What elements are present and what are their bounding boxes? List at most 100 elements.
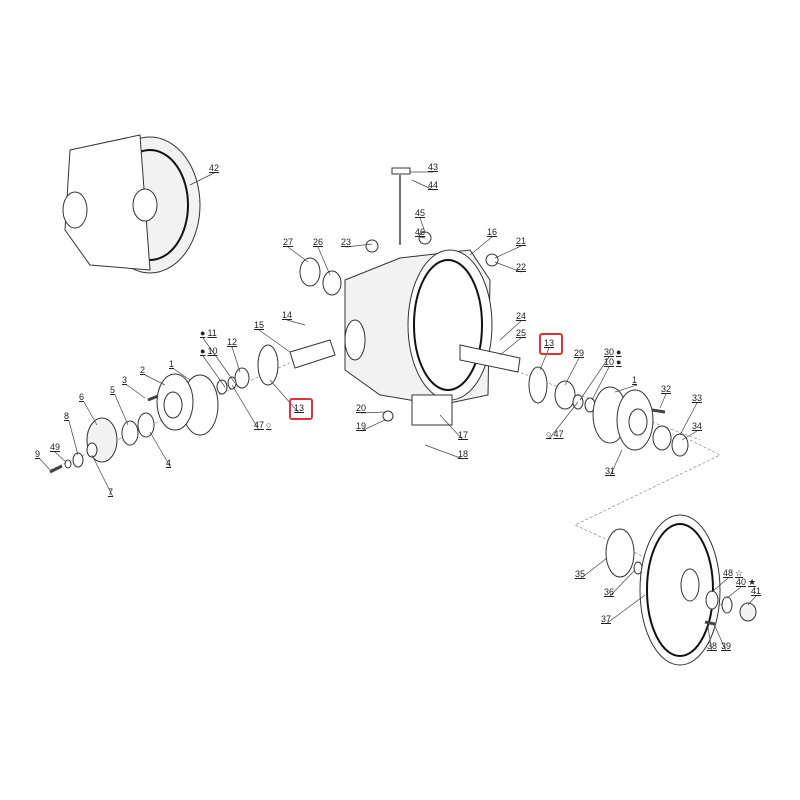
callout-label-23: 23	[341, 237, 351, 247]
callout-label-13: 13	[294, 403, 304, 413]
callout-label-24: 24	[516, 311, 526, 321]
callout-number: 11	[207, 328, 217, 338]
callout-label-40: 40★	[736, 577, 758, 587]
callout-label-1: 1	[169, 359, 174, 369]
callout-number: 37	[601, 614, 612, 624]
leader-line	[726, 586, 742, 599]
callout-number: 47	[553, 429, 564, 439]
main-housing	[344, 249, 493, 426]
leader-line	[591, 366, 610, 401]
callout-label-47: 47○	[254, 420, 273, 430]
leader-line	[231, 384, 260, 431]
callout-label-21: 21	[516, 236, 526, 246]
callout-label-32: 32	[661, 384, 671, 394]
callout-number: 24	[516, 311, 527, 321]
callout-number: 21	[516, 236, 527, 246]
callout-label-2: 2	[140, 365, 145, 375]
callout-label-3: 3	[122, 375, 127, 385]
leader-line	[114, 394, 129, 426]
leader-line	[499, 337, 522, 356]
leader-line	[713, 623, 727, 652]
leader-line	[424, 444, 464, 460]
callout-number: 41	[751, 586, 762, 596]
leader-line	[68, 420, 79, 456]
callout-label-27: 27	[283, 237, 293, 247]
leader-line	[539, 347, 550, 371]
callout-number: 34	[692, 421, 703, 431]
callout-number: 10	[207, 346, 218, 356]
callout-label-7: 7	[108, 487, 113, 497]
callout-number: 43	[428, 162, 439, 172]
callout-label-14: 14	[282, 310, 292, 320]
leader-line	[83, 401, 98, 426]
open-dot-marker: ○	[546, 429, 552, 439]
callout-label-34: 34	[692, 421, 702, 431]
callout-number: 9	[35, 449, 41, 459]
callout-number: 42	[209, 163, 220, 173]
leader-line	[258, 329, 291, 353]
callout-number: 27	[283, 237, 294, 247]
leader-line	[499, 320, 522, 341]
callout-label-26: 26	[313, 237, 323, 247]
callout-label-8: 8	[64, 411, 69, 421]
callout-number: 31	[605, 466, 616, 476]
leader-line	[679, 402, 698, 436]
callout-label-9: 9	[35, 449, 40, 459]
leader-line	[609, 449, 623, 477]
callout-number: 30	[604, 347, 615, 357]
callout-label-30: 30●	[604, 347, 623, 357]
callout-label-31: 31	[605, 466, 615, 476]
callout-number: 22	[516, 262, 527, 272]
callout-label-33: 33	[692, 393, 702, 403]
callout-number: 16	[487, 227, 498, 237]
gearbox-assembly-42	[62, 134, 201, 274]
callout-number: 40	[736, 577, 747, 587]
callout-number: 23	[341, 237, 352, 247]
leader-line	[419, 217, 426, 233]
leader-line	[681, 430, 698, 441]
callout-number: 25	[516, 328, 527, 338]
callout-label-36: 36	[604, 587, 614, 597]
highlight-box	[539, 333, 563, 355]
callout-label-48: 48☆	[723, 568, 745, 578]
callout-number: 12	[227, 337, 238, 347]
highlight-box	[289, 398, 313, 420]
callout-number: 15	[254, 320, 265, 330]
callout-number: 44	[428, 180, 439, 190]
callout-number: 6	[79, 392, 85, 402]
callout-number: 7	[108, 487, 114, 497]
callout-number: 33	[692, 393, 703, 403]
callout-number: 46	[415, 227, 426, 237]
filled-dot-marker: ●	[616, 347, 622, 357]
leader-line	[39, 458, 51, 471]
callout-number: 5	[110, 385, 116, 395]
callout-label-44: 44	[428, 180, 438, 190]
leader-line	[269, 379, 300, 414]
leader-line	[189, 172, 215, 186]
leader-line	[608, 569, 636, 598]
callout-number: 13	[544, 338, 555, 348]
filled-dot-marker: ●	[200, 346, 206, 356]
leader-line	[564, 357, 580, 386]
callout-number: 17	[458, 430, 469, 440]
callout-label-41: 41	[751, 586, 761, 596]
leader-line	[439, 414, 464, 441]
callout-number: 4	[166, 458, 172, 468]
leader-line	[54, 451, 67, 463]
callout-label-46: 46	[415, 227, 425, 237]
callout-number: 14	[282, 310, 293, 320]
leader-line	[548, 401, 579, 440]
callout-label-10: 10●	[604, 357, 623, 367]
leader-line	[91, 454, 114, 498]
leader-line	[173, 368, 191, 381]
leader-line	[747, 595, 757, 606]
callout-number: 39	[721, 641, 732, 651]
callout-label-10: ●10	[198, 346, 217, 356]
leader-line	[149, 431, 172, 469]
leader-line	[711, 577, 729, 593]
filled-dot-marker: ●	[200, 328, 206, 338]
callout-label-11: ●11	[198, 328, 217, 338]
callout-number: 35	[575, 569, 586, 579]
callout-label-17: 17	[458, 430, 468, 440]
